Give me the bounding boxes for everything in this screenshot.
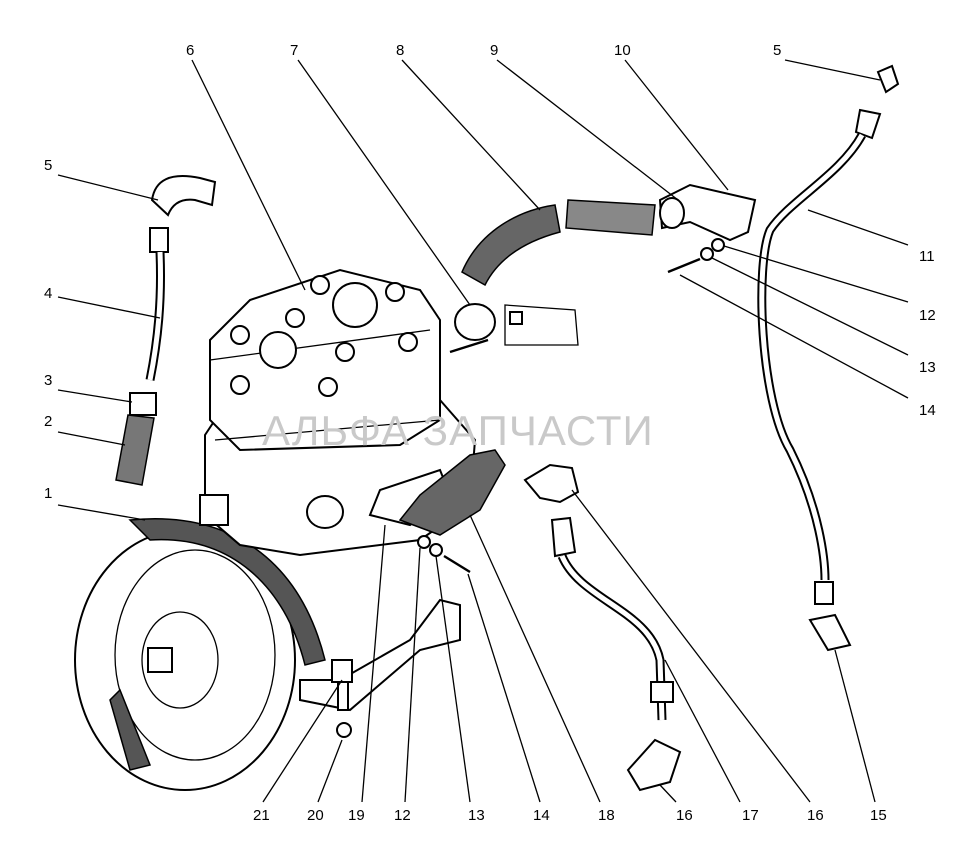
callout-14-right: 14 (919, 402, 936, 419)
bolt-14-upper (667, 257, 701, 274)
tube-nut (854, 108, 882, 140)
block-seam (214, 419, 441, 441)
pulley-and-belt (74, 518, 326, 791)
pulley-groove (114, 549, 276, 761)
callout-6: 6 (186, 42, 194, 59)
callout-2: 2 (44, 413, 52, 430)
head-bolt (335, 342, 355, 362)
callout-5-right: 5 (773, 42, 781, 59)
right-tube-assembly (757, 64, 900, 652)
lower-fasteners (417, 535, 471, 574)
outlet-pipe-18 (398, 449, 506, 536)
callout-16-right: 16 (807, 807, 824, 824)
callout-5-left: 5 (44, 157, 52, 174)
side-port (199, 494, 229, 526)
callout-19: 19 (348, 807, 365, 824)
callout-18: 18 (598, 807, 615, 824)
head-bolt (398, 332, 418, 352)
elbow-5-left (150, 175, 217, 217)
outlet-flange-assembly (368, 449, 506, 536)
head-left-nut (259, 331, 297, 369)
callout-12-bottom: 12 (394, 807, 411, 824)
callout-1: 1 (44, 485, 52, 502)
drive-belt-lower (109, 688, 152, 771)
tube-17-lower-nut (650, 681, 674, 703)
fitting-5-right (876, 64, 900, 94)
hose-9 (565, 199, 656, 236)
head-seam (209, 329, 431, 361)
callout-8: 8 (396, 42, 404, 59)
tube-11 (757, 132, 866, 581)
cylinder-head (209, 268, 441, 452)
lower-right-tube-assembly (523, 463, 682, 792)
head-bolt (285, 308, 305, 328)
spring-washer-20 (336, 722, 352, 738)
upper-fasteners (667, 238, 725, 274)
head-bolt (318, 377, 338, 397)
clamp-7-nut (509, 311, 523, 325)
head-bolt (230, 325, 250, 345)
bolt-14 (443, 554, 471, 574)
callout-13-bottom: 13 (468, 807, 485, 824)
bolt-21-head (331, 659, 353, 683)
callout-7: 7 (290, 42, 298, 59)
callout-13-right: 13 (919, 359, 936, 376)
pulley-nut (147, 647, 173, 673)
callout-21: 21 (253, 807, 270, 824)
clamp-3 (129, 392, 157, 416)
callout-16-left: 16 (676, 807, 693, 824)
elbow-16-lower (626, 738, 682, 792)
tube-17-nut (550, 516, 577, 558)
hose-8 (461, 204, 561, 287)
callout-20: 20 (307, 807, 324, 824)
outlet-port (306, 495, 344, 529)
tube-end-nut (814, 581, 834, 605)
washer-13 (429, 543, 443, 557)
callout-15: 15 (870, 807, 887, 824)
clamp-7-detail (504, 304, 579, 346)
callout-14-bottom: 14 (533, 807, 550, 824)
clamp-7-screw (449, 338, 489, 354)
bolt-21-shank (337, 681, 349, 711)
head-bolt (310, 275, 330, 295)
washer-12 (417, 535, 431, 549)
drive-belt (128, 518, 326, 666)
elbow-16-upper (523, 463, 580, 504)
pulley-hub (141, 611, 219, 709)
washer-13-upper (700, 247, 714, 261)
watermark-text: АЛЬФА ЗАПЧАСТИ (262, 407, 654, 454)
washer-12-upper (711, 238, 725, 252)
leader-lines (57, 59, 909, 803)
head-bolt (385, 282, 405, 302)
head-bolt (230, 375, 250, 395)
callout-labels: 1 2 3 4 5 5 6 7 8 9 10 11 12 12 13 13 14… (44, 42, 936, 824)
mount-bolt-assembly (331, 659, 353, 738)
callout-10: 10 (614, 42, 631, 59)
elbow-fitting (149, 227, 169, 253)
flange-opening (659, 197, 685, 229)
callout-11: 11 (919, 248, 935, 265)
callout-3: 3 (44, 372, 52, 389)
elbow-15 (808, 613, 852, 652)
head-center-nut (332, 282, 378, 328)
callout-17: 17 (742, 807, 759, 824)
clamp-7 (454, 303, 496, 341)
top-hose-assembly (449, 183, 757, 354)
callout-12-right: 12 (919, 307, 936, 324)
callout-4: 4 (44, 285, 52, 302)
left-hose-assembly (115, 175, 217, 486)
callout-9: 9 (490, 42, 498, 59)
hose-2 (115, 414, 155, 486)
